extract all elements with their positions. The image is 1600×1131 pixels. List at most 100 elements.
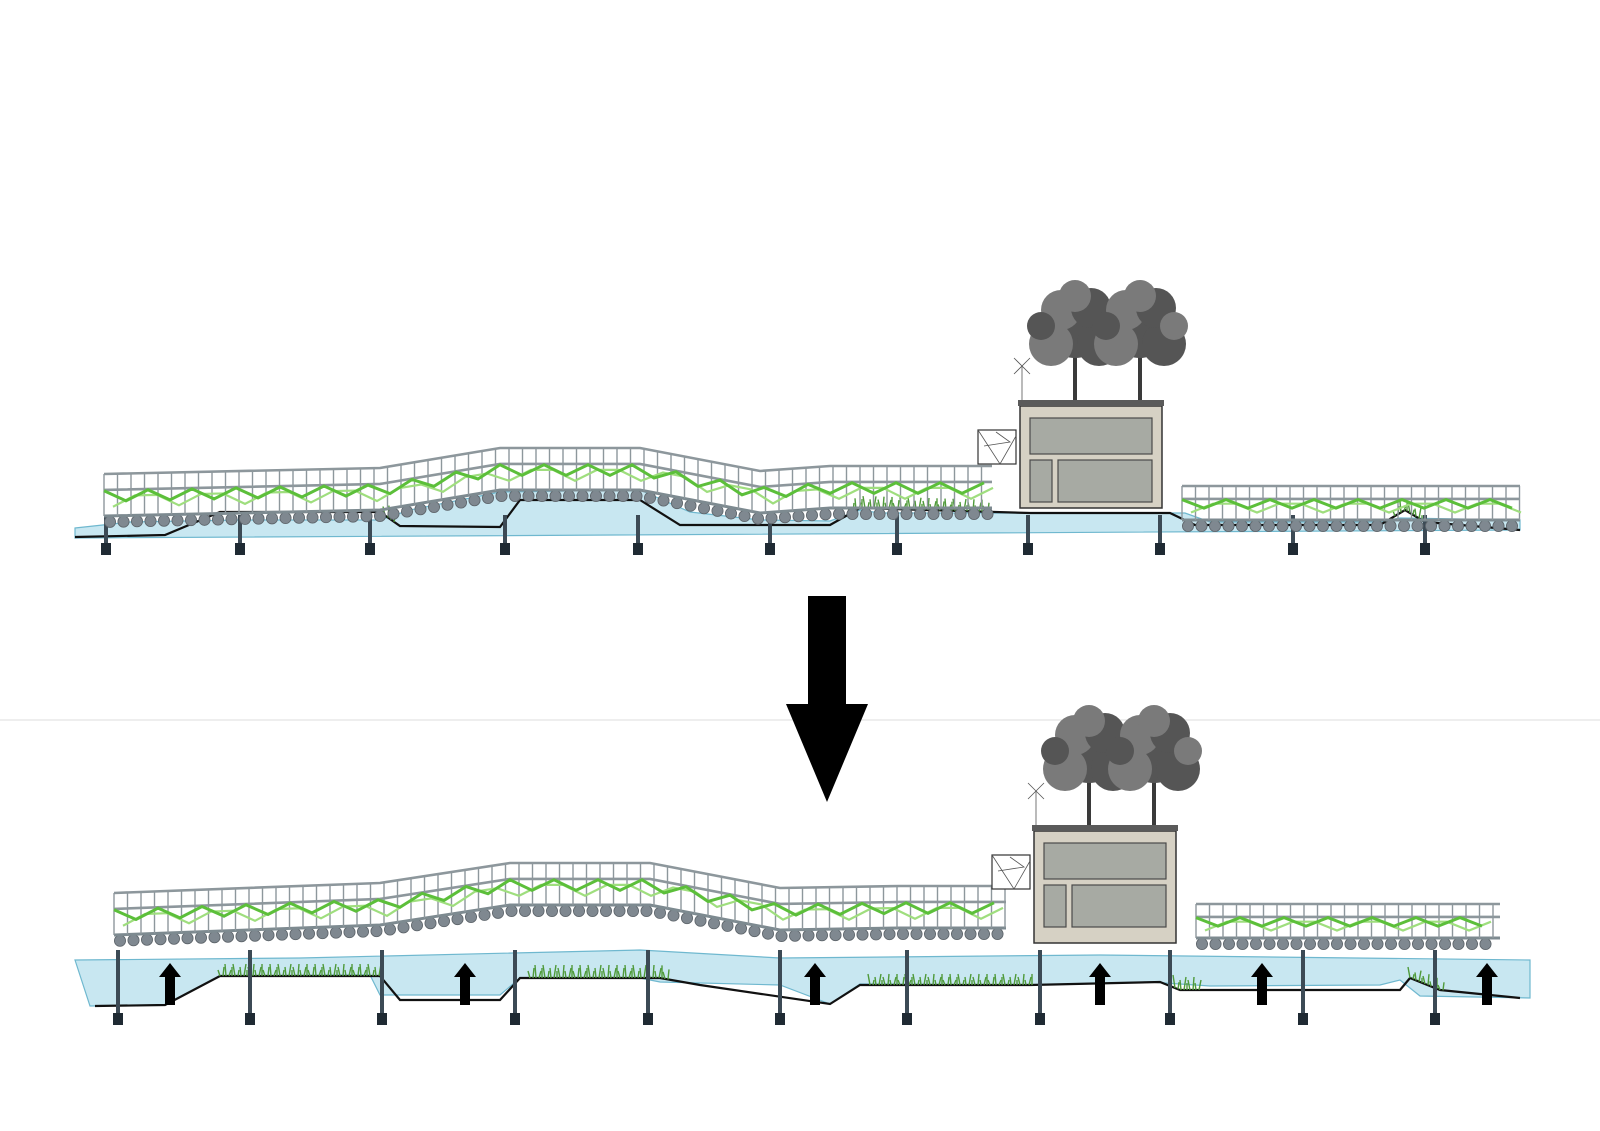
pontoon-float [806, 509, 819, 522]
pontoon-float [292, 511, 305, 524]
up-arrow-icon [1476, 963, 1498, 1005]
panel-after [74, 705, 1531, 1025]
pontoon-float [1344, 520, 1357, 533]
pontoon-float [951, 928, 964, 941]
pontoon-float [846, 507, 859, 520]
pontoon-float [546, 905, 559, 918]
up-arrow-icon [1089, 963, 1111, 1005]
pontoon-float [627, 905, 640, 918]
pontoon-float [991, 928, 1004, 941]
pontoon-float [1357, 520, 1370, 533]
up-arrow-icon [804, 963, 826, 1005]
pile-footing [1420, 543, 1430, 555]
pontoon-float [370, 925, 383, 938]
pontoon-float [1290, 938, 1303, 951]
pontoon-float [964, 928, 977, 941]
pontoon-float [640, 905, 653, 918]
floating-pavilion [991, 705, 1202, 944]
pontoon-float [1384, 520, 1397, 533]
pontoon-float [356, 925, 369, 938]
pontoon-float [235, 930, 248, 943]
pontoon-float [194, 931, 207, 944]
up-arrow-icon [1251, 963, 1273, 1005]
pontoon-float [104, 515, 117, 528]
pile-footing [245, 1013, 255, 1025]
handrail [103, 446, 992, 476]
pavilion-window [1029, 417, 1153, 455]
pavilion-window [1057, 459, 1153, 503]
pontoon-float [559, 905, 572, 918]
pontoon-float [495, 489, 508, 502]
pontoon-float [792, 510, 805, 523]
pontoon-float [238, 512, 251, 525]
pontoon-float [968, 507, 981, 520]
pontoon-float [208, 931, 221, 944]
pavilion-roof [1018, 400, 1164, 406]
green-netting [1195, 915, 1483, 928]
pile-footing [1035, 1013, 1045, 1025]
mid-rail [113, 877, 1006, 911]
pontoon-float [225, 513, 238, 526]
pontoon-float [1249, 520, 1262, 533]
pontoon-float [279, 512, 292, 525]
pontoon-float [302, 927, 315, 940]
pontoon-float [1209, 938, 1222, 951]
down-arrow-icon [786, 596, 868, 802]
pontoon-float [140, 933, 153, 946]
pontoon-float [563, 489, 576, 502]
pontoon-float [941, 507, 954, 520]
pontoon-float [144, 514, 157, 527]
pavilion-window [1043, 884, 1067, 928]
pontoon-float [819, 508, 832, 521]
pontoon-float [1209, 520, 1222, 533]
pontoon-float [1466, 938, 1479, 951]
pontoon-float [198, 513, 211, 526]
mid-rail [103, 462, 992, 492]
pontoon-float [1182, 520, 1195, 533]
pontoon-float [346, 510, 359, 523]
up-arrow-icon [454, 963, 476, 1005]
up-arrow-icon [159, 963, 181, 1005]
pontoon-float [914, 507, 927, 520]
pile-footing [1298, 1013, 1308, 1025]
pontoon-float [1492, 520, 1505, 533]
pontoon-float [1236, 938, 1249, 951]
pontoon-float [765, 512, 778, 525]
pontoon-float [630, 489, 643, 502]
pontoon-float [1304, 938, 1317, 951]
pontoon-float [789, 929, 802, 942]
pontoon-float [1277, 938, 1290, 951]
pontoon-float [590, 489, 603, 502]
pontoon-float [1330, 520, 1343, 533]
pontoon-float [248, 929, 261, 942]
pontoon-float [211, 513, 224, 526]
pontoon-float [275, 928, 288, 941]
pontoon-float [856, 928, 869, 941]
pontoon-float [252, 512, 265, 525]
floating-pavilion [977, 280, 1188, 509]
pontoon-float [600, 905, 613, 918]
pontoon-float [752, 512, 765, 525]
riverbed-line [94, 974, 1521, 1008]
pontoon-float [329, 926, 342, 939]
pile-footing [1288, 543, 1298, 555]
pontoon-float [532, 905, 545, 918]
pontoon-float [887, 507, 900, 520]
pontoon-float [1195, 520, 1208, 533]
pontoon-float [306, 511, 319, 524]
pontoon-float [130, 515, 143, 528]
pontoon-float [1371, 938, 1384, 951]
pile-footing [101, 543, 111, 555]
pontoon-float [360, 510, 373, 523]
boardwalk-segment [103, 446, 994, 528]
deck-line [103, 488, 992, 518]
pontoon-float [221, 930, 234, 943]
water-body [74, 949, 1531, 1007]
pile-footing [1430, 1013, 1440, 1025]
pontoon-float [1344, 938, 1357, 951]
pontoon-float [1412, 938, 1425, 951]
pontoon-float [1196, 938, 1209, 951]
pontoon-float [508, 489, 521, 502]
pontoon-float [1425, 520, 1438, 533]
